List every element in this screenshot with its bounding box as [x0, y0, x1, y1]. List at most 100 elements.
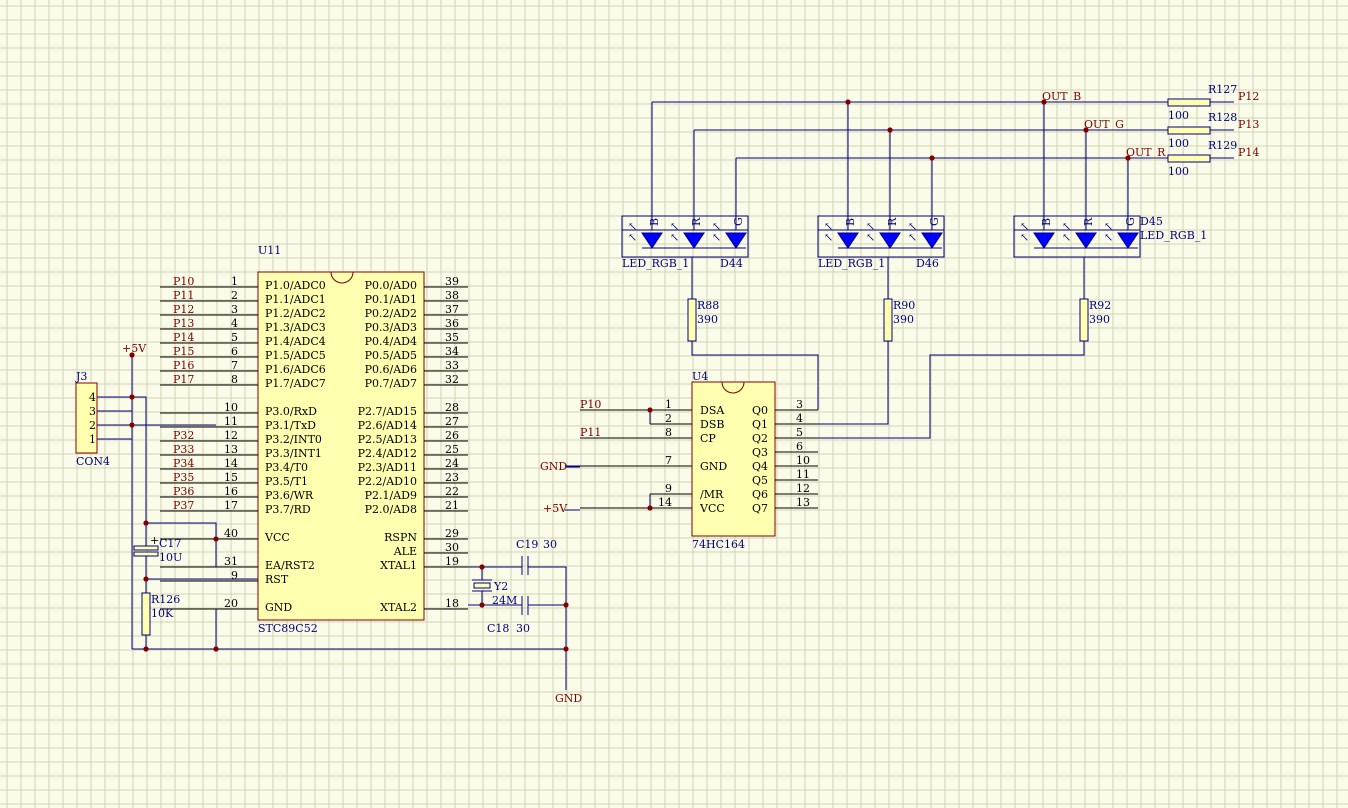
r88-value: 390 — [697, 313, 718, 326]
r127-value: 100 — [1168, 109, 1189, 122]
j3-pin-number: 1 — [89, 433, 96, 446]
c17-plate — [133, 551, 159, 557]
r127-net: P12 — [1238, 90, 1259, 103]
u11-pin-number: 39 — [445, 275, 459, 288]
junction-dot — [479, 602, 485, 608]
led-pin-letter: R — [690, 217, 703, 226]
led-emission-arrow-icon: ↖ — [866, 220, 875, 233]
u4-pin-name: GND — [700, 460, 727, 473]
c18-value: 30 — [516, 622, 530, 635]
u11-pin-name: P1.7/ADC7 — [265, 377, 326, 390]
u4-pin-name: DSA — [700, 404, 725, 417]
u11-pin-name: ALE — [393, 545, 417, 558]
r126-body — [141, 592, 151, 636]
led-diode-icon — [725, 232, 747, 249]
c17-polarity: + — [150, 534, 159, 547]
u11-pin-name: XTAL2 — [380, 601, 417, 614]
u11-pin-number: 5 — [231, 331, 238, 344]
u11-pin-number: 29 — [445, 527, 459, 540]
u11-pin-name: P1.6/ADC6 — [265, 363, 326, 376]
u4-pin-net: GND — [540, 460, 567, 473]
led-emission-arrow-icon: ↖ — [712, 220, 721, 233]
led-diode-icon — [837, 232, 859, 249]
u4-pin-name: Q6 — [752, 488, 768, 501]
junction-dot — [213, 536, 219, 542]
r129-resistor: R129 100 P14 — [1167, 139, 1259, 178]
u4-pin-net: +5V — [543, 502, 568, 515]
led-emission-arrow-icon: ↖ — [628, 231, 637, 244]
d44-part: LED_RGB_1 — [622, 257, 689, 270]
rgb-leds: LED_RGB_1 D44 LED_RGB_1 D46 LED_RGB_1 D4… — [622, 215, 1207, 270]
u11-pin-net: P14 — [173, 331, 194, 344]
u11-pin-name: P2.0/AD8 — [365, 503, 417, 516]
u4-pin-name: CP — [700, 432, 716, 445]
gnd-label: GND — [555, 692, 582, 705]
junction-dot — [647, 407, 653, 413]
u11-body — [257, 271, 425, 621]
u4-pin-number: 10 — [796, 454, 810, 467]
u4-pin-number: 2 — [665, 412, 672, 425]
u11-part: STC89C52 — [258, 622, 318, 635]
j3-ref: J3 — [75, 370, 87, 383]
wire — [528, 566, 567, 690]
u11-pin-net: P32 — [173, 429, 194, 442]
led-diode-icon — [879, 232, 901, 249]
u11-pin-name: P2.4/AD12 — [358, 447, 417, 460]
u11-pin-net: P11 — [173, 289, 194, 302]
led-emission-arrow-icon: ↖ — [1020, 231, 1029, 244]
u11-pin-number: 30 — [445, 541, 459, 554]
u11-pin-number: 15 — [224, 471, 238, 484]
u11-pin-name: P3.1/TxD — [265, 419, 316, 432]
y2-ref: Y2 — [493, 580, 508, 593]
r128-body — [1167, 126, 1211, 135]
r90-ref: R90 — [893, 299, 915, 312]
u11-pin-number: 16 — [224, 485, 238, 498]
u11-pin-name: P2.2/AD10 — [358, 475, 417, 488]
u4-pin-number: 11 — [796, 468, 810, 481]
led-emission-arrow-icon: ↖ — [670, 231, 679, 244]
u4-pin-net: P10 — [580, 398, 601, 411]
led-pin-letter: R — [886, 217, 899, 226]
led-emission-arrow-icon: ↖ — [1062, 231, 1071, 244]
u4-pin-number: 6 — [796, 440, 803, 453]
u4-pin-number: 5 — [796, 426, 803, 439]
u4-pin-number: 7 — [665, 454, 672, 467]
vcc-label: +5V — [122, 342, 147, 355]
led-emission-arrow-icon: ↖ — [1062, 220, 1071, 233]
r127-ref: R127 — [1208, 83, 1237, 96]
r126-ref: R126 — [151, 593, 180, 606]
u11-pin-number: 22 — [445, 485, 459, 498]
u11-pin-number: 18 — [445, 597, 459, 610]
j3-pin-number: 4 — [89, 391, 96, 404]
u11-pin-name: P3.3/INT1 — [265, 447, 322, 460]
u11-pin-name: P2.3/AD11 — [358, 461, 417, 474]
u11-pin-net: P15 — [173, 345, 194, 358]
u4-pin-number: 14 — [658, 496, 672, 509]
led-diode-icon — [1033, 232, 1055, 249]
u11-pin-number: 14 — [224, 457, 238, 470]
u11-pin-number: 13 — [224, 443, 238, 456]
led-pin-letter: G — [1124, 217, 1137, 226]
junction-dot — [563, 602, 569, 608]
u11-pin-name: P0.3/AD3 — [365, 321, 417, 334]
u11-right-pins: 39P0.0/AD038P0.1/AD137P0.2/AD236P0.3/AD3… — [358, 275, 468, 614]
u11-pin-number: 17 — [224, 499, 238, 512]
r92-resistor: R92 390 — [1079, 298, 1111, 342]
u11-pin-name: P0.6/AD6 — [365, 363, 417, 376]
u4-part: 74HC164 — [692, 538, 745, 551]
u11-pin-name: P0.1/AD1 — [365, 293, 417, 306]
u11-pin-net: P35 — [173, 471, 194, 484]
c18-capacitor: C18 30 — [487, 596, 530, 635]
u4-ref: U4 — [692, 370, 708, 383]
led-emission-arrow-icon: ↖ — [1104, 220, 1113, 233]
junction-dot — [479, 564, 485, 570]
u4-pin-name: Q5 — [752, 474, 768, 487]
junction-dot — [1125, 155, 1131, 161]
led-diode-icon — [1117, 232, 1139, 249]
r129-net: P14 — [1238, 146, 1259, 159]
u11-pin-net: P16 — [173, 359, 194, 372]
led-pin-letter: R — [1082, 217, 1095, 226]
u11-pin-name: XTAL1 — [380, 559, 417, 572]
